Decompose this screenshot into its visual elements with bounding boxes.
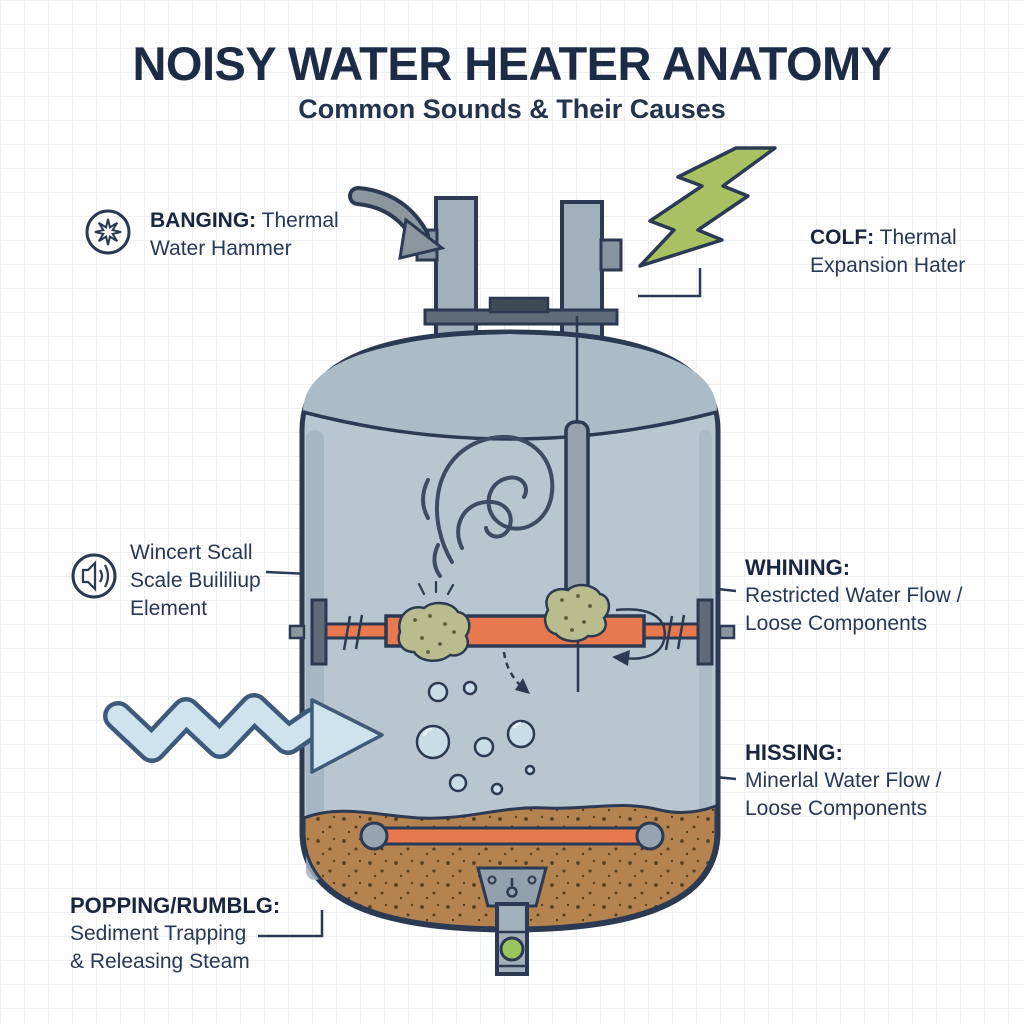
- banging-line1: BANGING: Thermal: [150, 209, 339, 232]
- banging-line2: Water Hammer: [150, 236, 292, 260]
- tank-lid: [303, 334, 717, 439]
- speaker-sound-icon: [71, 553, 117, 599]
- scale-deposit-left: [397, 601, 471, 662]
- whining-label: WHINING: Restricted Water Flow / Loose C…: [745, 553, 975, 638]
- whining-line1: Restricted Water Flow /: [745, 584, 963, 608]
- popping-term: POPPING/RUMBLG:: [70, 893, 281, 918]
- outlet-pipe-flange: [599, 238, 623, 272]
- bubbles: [415, 680, 536, 796]
- colf-line1: COLF: Thermal: [810, 226, 957, 249]
- scale-line3: Element: [130, 596, 208, 620]
- burst-impact-icon: [85, 209, 131, 255]
- popping-line1: Sediment Trapping: [70, 922, 247, 946]
- banging-label: BANGING: Thermal Water Hammer: [150, 207, 370, 263]
- scale-label: Wincert Scall Scale Buililiup Element: [130, 539, 310, 623]
- sediment-element-left-port: [359, 821, 389, 851]
- zigzag-flow-arrow-icon: [103, 693, 384, 774]
- element-right-outer-stub: [718, 624, 736, 640]
- popping-callout-line: [258, 910, 324, 938]
- drain-pipe: [495, 902, 529, 976]
- element-right-port-plate: [696, 598, 714, 666]
- whining-line2: Loose Components: [745, 612, 928, 636]
- hissing-label: HISSING: Minerlal Water Flow / Loose Com…: [745, 738, 975, 823]
- colf-line2: Expansion Hater: [810, 253, 966, 277]
- hissing-line1: Minerlal Water Flow /: [745, 769, 942, 793]
- spark-ticks: [417, 580, 455, 596]
- colf-callout-line: [638, 268, 702, 298]
- popping-line2: & Releasing Steam: [70, 950, 250, 974]
- flow-arrows: [502, 608, 666, 694]
- hissing-line2: Loose Components: [745, 797, 928, 821]
- scale-deposit-right: [544, 583, 611, 643]
- colf-term: COLF:: [810, 226, 875, 249]
- banging-term: BANGING:: [150, 209, 257, 232]
- scale-line1: Wincert Scall: [130, 541, 253, 564]
- element-left-port-plate: [310, 598, 328, 666]
- drain-assembly: [476, 866, 548, 976]
- lightning-zigzag-icon: [638, 146, 777, 268]
- popping-label: POPPING/RUMBLG: Sediment Trapping & Rele…: [70, 891, 310, 976]
- water-hammer-arrow-icon: [348, 186, 446, 260]
- element-left-outer-stub: [288, 624, 306, 640]
- lid-plate: [488, 296, 550, 314]
- steam-swirls: [421, 435, 555, 578]
- scale-deposits: [397, 580, 611, 692]
- sediment-element-rod: [372, 826, 652, 846]
- page-subtitle: Common Sounds & Their Causes: [298, 94, 726, 124]
- drain-valve: [499, 936, 525, 962]
- page-title: NOISY WATER HEATER ANATOMY: [132, 37, 892, 90]
- sediment-element-right-port: [635, 821, 665, 851]
- element-left-stub: [324, 622, 390, 640]
- hissing-term: HISSING:: [745, 740, 843, 765]
- scale-line2: Scale Buililiup: [130, 568, 261, 592]
- whining-term: WHINING:: [745, 555, 851, 580]
- colf-label: COLF: Thermal Expansion Hater: [810, 224, 1010, 280]
